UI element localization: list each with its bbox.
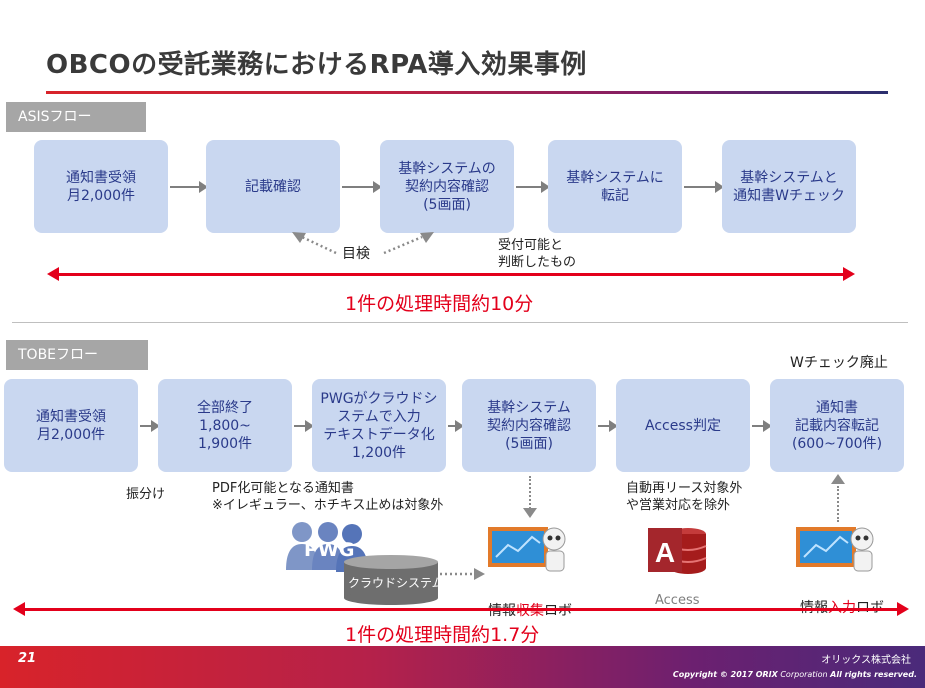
input-robot-icon [796,527,874,572]
asis-arrow-2 [342,181,382,193]
tobe-arrow-2 [294,420,314,432]
tobe-time-arrow [13,602,909,616]
input-robot-label: 情報入力ロボ [800,583,884,617]
asis-time-label: 1件の処理時間約10分 [345,293,534,315]
asis-arrow-3 [516,181,550,193]
input-arrow-head [831,474,845,484]
copyright-post: All rights reserved. [830,670,917,679]
footer-bar: 21 オリックス株式会社 Copyright © 2017 ORIX Corpo… [0,646,925,688]
asis-arrow-1 [170,181,208,193]
asis-tag: ASISフロー [6,102,146,132]
wcheck-abolished-label: Wチェック廃止 [790,355,888,371]
asis-box-3: 基幹システムの 契約内容確認 (5画面) [380,140,514,233]
tobe-box-1: 通知書受領 月2,000件 [4,379,138,472]
copyright: Copyright © 2017 ORIX Corporation All ri… [673,670,917,679]
copyright-pre: Copyright © 2017 ORIX [672,670,778,679]
tobe-box-6: 通知書 記載内容転記 (600~700件) [770,379,904,472]
cloud-database-icon [344,555,438,605]
asis-box-4: 基幹システムに 転記 [548,140,682,233]
tobe-arrow-4 [598,420,618,432]
asis-box-2: 記載確認 [206,140,340,233]
auto-exclude-note: 自動再リース対象外 や営業対応を除外 [626,481,743,513]
pdf-note: PDF化可能となる通知書 ※イレギュラー、ホチキス止めは対象外 [212,481,444,513]
section-divider [12,322,908,323]
collect-robot-label-post: ロボ [544,603,572,619]
asis-accept-note: 受付可能と 判断したもの [498,238,577,270]
sort-label: 振分け [126,487,166,502]
collect-robot-label-em: 収集 [516,603,544,619]
copyright-mid: Corporation [777,670,831,679]
tobe-time-label: 1件の処理時間約1.7分 [345,624,540,646]
collect-arrow-head [523,508,537,518]
tobe-box-4: 基幹システム 契約内容確認 (5画面) [462,379,596,472]
input-robot-dash [837,486,839,522]
page-title: OBCOの受託業務におけるRPA導入効果事例 [46,50,587,80]
asis-box-1: 通知書受領 月2,000件 [34,140,168,233]
company-name: オリックス株式会社 [821,655,911,666]
collect-robot-icon [488,527,566,572]
tobe-box-2: 全部終了 1,800~ 1,900件 [158,379,292,472]
asis-box-5: 基幹システムと 通知書Wチェック [722,140,856,233]
asis-time-arrow [47,267,855,281]
collect-robot-label-pre: 情報 [488,603,516,619]
collect-robot-label: 情報収集ロボ [488,586,572,620]
tobe-arrow-1 [140,420,160,432]
access-icon: A [648,528,707,574]
access-icon-label: Access [655,593,700,608]
page-number: 21 [18,651,37,666]
svg-text:A: A [655,537,675,568]
visual-check-label: 目検 [342,246,370,262]
title-underline [46,91,888,94]
tobe-box-3: PWGがクラウドシ ステムで入力 テキストデータ化 1,200件 [312,379,446,472]
cloud-to-robot-arrow [440,568,485,580]
tobe-arrow-5 [752,420,772,432]
collect-robot-dash [529,476,531,512]
pwg-label: PWG [304,539,355,561]
visual-check-arrows [292,232,434,255]
tobe-box-5: Access判定 [616,379,750,472]
asis-arrow-4 [684,181,724,193]
tobe-tag: TOBEフロー [6,340,148,370]
cloud-system-label: クラウドシステム [348,576,444,590]
tobe-arrow-3 [448,420,464,432]
